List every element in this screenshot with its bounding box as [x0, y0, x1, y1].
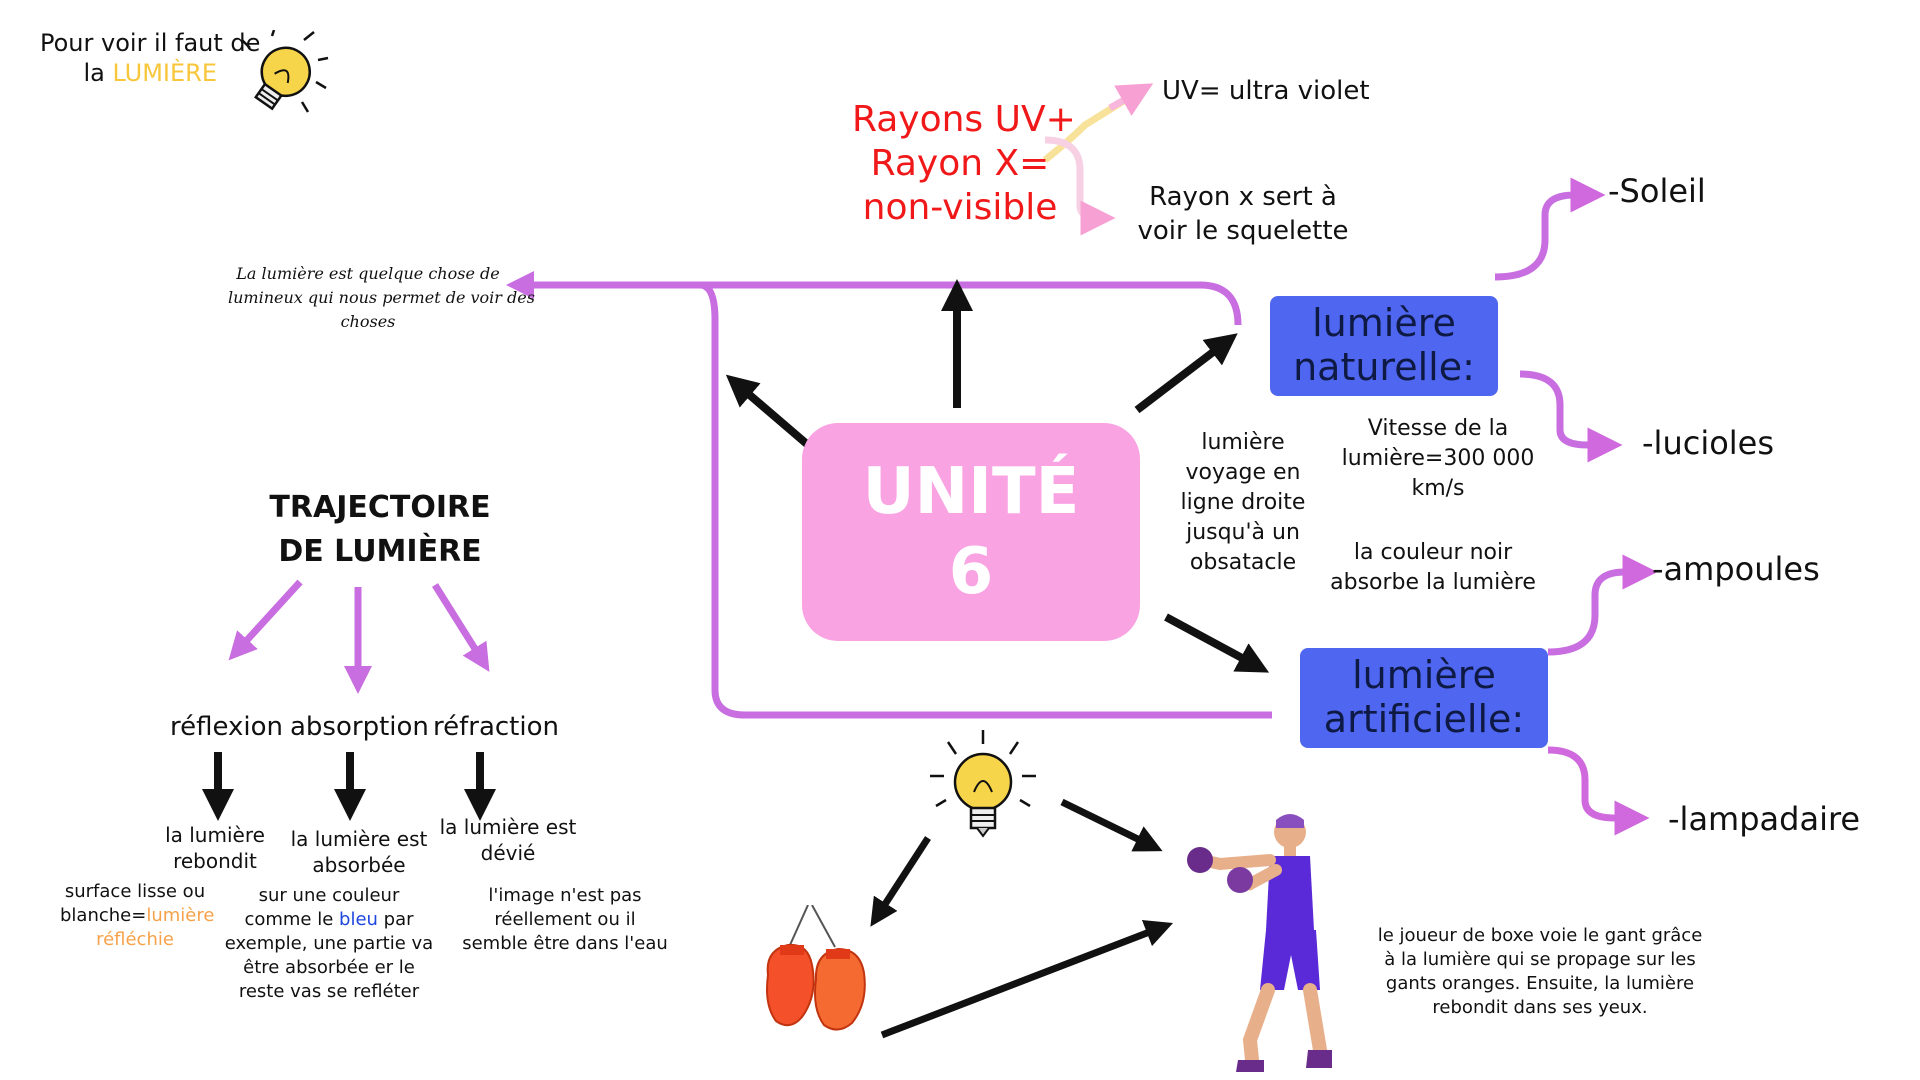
- boxing-gloves-icon: [766, 905, 866, 1031]
- lucioles-connector: [1519, 370, 1623, 463]
- ray-connector-uv: [1042, 89, 1140, 163]
- boxer-note: le joueur de boxe voie le gant grâce à l…: [1377, 925, 1703, 1018]
- rays-red-text: Rayons UV+ Rayon X= non-visible: [852, 99, 1076, 228]
- lightbulb-icon: [241, 30, 329, 113]
- natural-light-box: lumière naturelle:: [1270, 296, 1498, 396]
- corner-note-highlight: LUMIÈRE: [112, 59, 217, 87]
- bulb-to-boxer-arrow: [1060, 798, 1163, 852]
- fact-straight-line: lumière voyage en ligne droite jusqu'à u…: [1180, 430, 1306, 575]
- type-reflexion: réflexion: [170, 712, 284, 742]
- note-absorption: sur une couleur comme le bleu par exempl…: [224, 885, 434, 1002]
- lightbulb-icon: [930, 730, 1036, 838]
- example-lampadaire: -lampadaire: [1668, 800, 1861, 838]
- center-title: UNITÉ: [862, 455, 1080, 529]
- arrow-up-right: [1134, 333, 1238, 414]
- example-lucioles: -lucioles: [1642, 424, 1775, 462]
- arrow-down-right: [1164, 613, 1270, 673]
- loop-connector: [699, 281, 1272, 719]
- traj-arrow-left: [228, 579, 303, 661]
- example-ampoules: -ampoules: [1652, 550, 1820, 588]
- corner-note-line2: la LUMIÈRE: [83, 59, 217, 87]
- xray-definition: Rayon x sert à voir le squelette: [1137, 182, 1349, 246]
- result-absorption: la lumière est absorbée: [290, 827, 428, 877]
- type-refraction: réfraction: [433, 712, 559, 742]
- soleil-connector: [1494, 177, 1606, 281]
- corner-note-line1: Pour voir il faut de: [40, 29, 261, 57]
- type-absorption: absorption: [290, 712, 429, 742]
- traj-arrow-right: [432, 583, 490, 672]
- trajectory-title: TRAJECTOIRE DE LUMIÈRE: [269, 490, 491, 569]
- result-refraction: la lumière est dévié: [439, 815, 577, 865]
- ampoules-connector: [1547, 554, 1658, 656]
- corner-note: Pour voir il faut de la LUMIÈRE: [40, 28, 260, 88]
- uv-definition: UV= ultra violet: [1162, 76, 1370, 106]
- artificial-light-box: lumière artificielle:: [1300, 648, 1548, 748]
- bulb-to-gloves-arrow: [870, 836, 931, 927]
- gloves-to-boxer-arrow: [880, 919, 1174, 1039]
- center-unit-box: UNITÉ 6: [802, 423, 1140, 641]
- definition-text: La lumière est quelque chose de lumineux…: [228, 264, 535, 331]
- center-number: 6: [948, 535, 994, 609]
- arrow-up-left: [725, 374, 811, 449]
- lampadaire-connector: [1547, 746, 1650, 836]
- boxer-figure-icon: [1187, 814, 1332, 1072]
- note-reflexion: surface lisse ou blanche=lumière réfléch…: [60, 881, 215, 950]
- result-reflexion: la lumière rebondit: [165, 823, 265, 873]
- ray-connector-x: [1044, 136, 1116, 236]
- fact-black: la couleur noir absorbe la lumière: [1330, 540, 1536, 595]
- note-refraction: l'image n'est pas réellement ou il sembl…: [462, 885, 668, 954]
- example-soleil: -Soleil: [1608, 172, 1706, 210]
- fact-speed: Vitesse de la lumière=300 000 km/s: [1341, 416, 1535, 501]
